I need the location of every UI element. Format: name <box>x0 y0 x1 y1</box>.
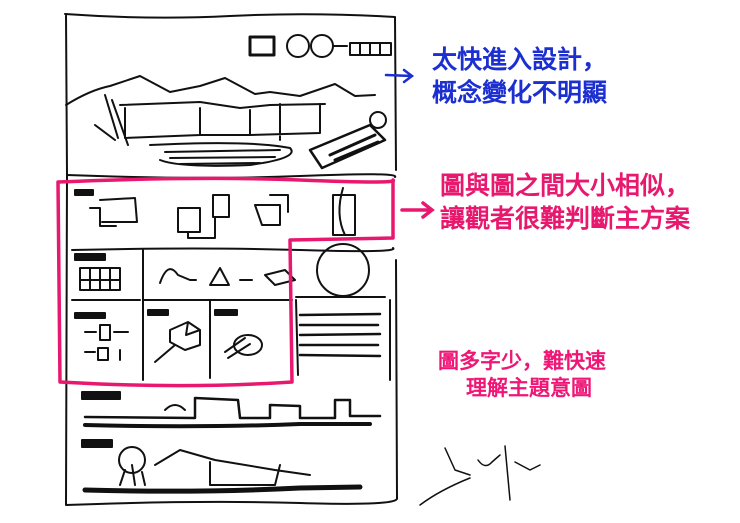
annotation-pink-text-line-2: 理解主題意圖 <box>466 376 592 401</box>
board-outline <box>64 13 398 506</box>
signature <box>419 445 541 506</box>
annotation-blue: 太快進入設計， 概念變化不明顯 <box>432 44 607 109</box>
pink-arrow-icon <box>400 201 435 219</box>
blue-arrow-icon <box>384 68 415 84</box>
annotation-blue-line-2: 概念變化不明顯 <box>432 77 608 107</box>
annotation-pink-text-line-1: 圖多字少，難快速 <box>438 349 606 373</box>
highlight-boundary <box>56 176 396 388</box>
annotation-pink-size-line-2: 讓觀者很難判斷主方案 <box>440 203 691 233</box>
annotation-blue-line-1: 太快進入設計， <box>432 45 608 74</box>
annotation-pink-size: 圖與圖之間大小相似， 讓觀者很難判斷主方案 <box>440 170 690 235</box>
annotation-pink-size-line-1: 圖與圖之間大小相似， <box>440 171 691 200</box>
annotation-pink-text: 圖多字少，難快速 理解主題意圖 <box>438 348 606 403</box>
